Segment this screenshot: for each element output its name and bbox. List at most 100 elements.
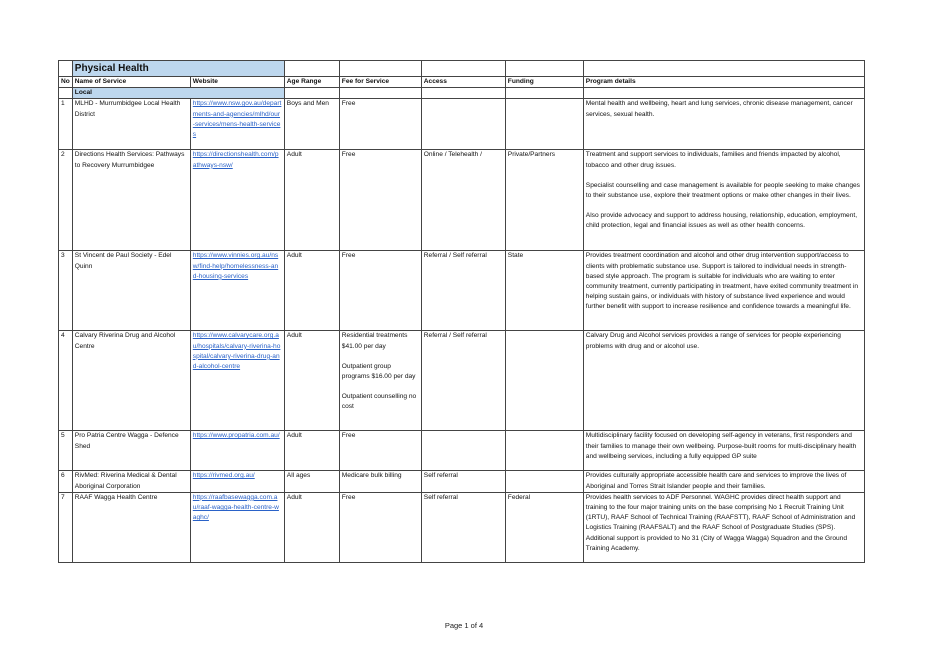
website-cell: https://www.calvarycare.org.au/hospitals…: [189, 330, 285, 432]
website-link[interactable]: https://www.nsw.gov.au/departments-and-a…: [192, 100, 282, 139]
funding-cell: Federal: [504, 491, 584, 563]
program-details: Mental health and wellbeing, heart and l…: [582, 98, 865, 151]
blank-cell: [58, 87, 73, 100]
col-header-website: Website: [189, 75, 285, 89]
col-header-fee: Fee for Service: [338, 75, 422, 89]
details-paragraph: Specialist counselling and case manageme…: [585, 181, 860, 200]
fee-line: Free: [341, 151, 356, 159]
program-details: Provides treatment coordination and alco…: [582, 250, 865, 332]
blank-cell: [283, 60, 340, 77]
blank-cell: [420, 60, 506, 77]
blank-cell: [283, 87, 340, 100]
fee-cell: Free: [338, 149, 422, 252]
age-range: All ages: [283, 470, 340, 493]
access-cell: [420, 430, 506, 472]
header-row: No Name of Service Website Age Range Fee…: [58, 75, 865, 89]
funding-cell: State: [504, 250, 584, 332]
fee-line: Free: [341, 493, 356, 501]
details-paragraph: Provides culturally appropriate accessib…: [585, 472, 847, 490]
access-cell: [420, 98, 506, 151]
access-cell: Online / Telehealth /: [420, 149, 506, 252]
details-paragraph: Calvary Drug and Alcohol services provid…: [585, 332, 841, 350]
fee-cell: Free: [338, 430, 422, 472]
row-number: 6: [58, 470, 73, 493]
details-paragraph: Mental health and wellbeing, heart and l…: [585, 100, 853, 118]
website-link[interactable]: https://raafbasewagga.com.au/raaf-wagga-…: [192, 493, 279, 522]
blank-cell: [582, 87, 865, 100]
row-number: 4: [58, 330, 73, 432]
blank-cell: [58, 60, 73, 77]
fee-cell: Free: [338, 491, 422, 563]
col-header-details: Program details: [582, 75, 865, 89]
row-number: 7: [58, 491, 73, 563]
sheet-title: Physical Health: [71, 60, 285, 77]
col-header-name: Name of Service: [71, 75, 191, 89]
age-range: Adult: [283, 149, 340, 252]
section-label: Local: [71, 87, 285, 100]
service-name: RAAF Wagga Health Centre: [71, 491, 191, 563]
age-range: Adult: [283, 491, 340, 563]
col-header-access: Access: [420, 75, 506, 89]
fee-line: Free: [341, 432, 356, 440]
website-link[interactable]: https://www.propatria.com.au/: [192, 432, 280, 440]
fee-line: Free: [341, 100, 356, 108]
website-link[interactable]: https://directionshealth.com/pathways-ns…: [192, 151, 279, 169]
fee-cell: Medicare bulk billing: [338, 470, 422, 493]
col-header-no: No: [58, 75, 73, 89]
access-cell: Referral / Self referral: [420, 330, 506, 432]
service-name: Pro Patria Centre Wagga - Defence Shed: [71, 430, 191, 472]
service-name: Calvary Riverina Drug and Alcohol Centre: [71, 330, 191, 432]
service-name: Directions Health Services: Pathways to …: [71, 149, 191, 252]
page-footer: Page 1 of 4: [444, 621, 484, 630]
col-header-age: Age Range: [283, 75, 340, 89]
website-link[interactable]: https://www.vinnies.org.au/nsw/find-help…: [192, 252, 279, 280]
service-name: MLHD - Murrumbidgee Local Health Distric…: [71, 98, 191, 151]
website-cell: https://directionshealth.com/pathways-ns…: [189, 149, 285, 252]
access-cell: Self referral: [420, 491, 506, 563]
website-cell: https://www.vinnies.org.au/nsw/find-help…: [189, 250, 285, 332]
age-range: Adult: [283, 330, 340, 432]
section-row: Local: [58, 87, 865, 100]
col-header-funding: Funding: [504, 75, 584, 89]
website-cell: https://www.nsw.gov.au/departments-and-a…: [189, 98, 285, 151]
blank-cell: [504, 60, 584, 77]
fee-line: Free: [341, 252, 356, 260]
funding-cell: Private/Partners: [504, 149, 584, 252]
blank-cell: [338, 60, 422, 77]
fee-cell: Free: [338, 98, 422, 151]
website-cell: https://raafbasewagga.com.au/raaf-wagga-…: [189, 491, 285, 563]
age-range: Boys and Men: [283, 98, 340, 151]
website-cell: https://rivmed.org.au/: [189, 470, 285, 493]
fee-line: Residential treatments $41.00 per day: [341, 332, 408, 350]
access-cell: Referral / Self referral: [420, 250, 506, 332]
age-range: Adult: [283, 250, 340, 332]
blank-cell: [504, 87, 584, 100]
website-cell: https://www.propatria.com.au/: [189, 430, 285, 472]
title-row: Physical Health: [58, 60, 865, 77]
row-number: 3: [58, 250, 73, 332]
services-table: Physical Health No Name of Service Websi…: [58, 60, 865, 563]
row-number: 5: [58, 430, 73, 472]
service-name: St Vincent de Paul Society - Edel Quinn: [71, 250, 191, 332]
fee-line: Medicare bulk billing: [341, 472, 402, 480]
details-paragraph: Multidisciplinary facility focused on de…: [585, 432, 857, 460]
spreadsheet: Physical Health No Name of Service Websi…: [58, 60, 865, 563]
funding-cell: [504, 98, 584, 151]
program-details: Calvary Drug and Alcohol services provid…: [582, 330, 865, 432]
funding-cell: [504, 470, 584, 493]
row-number: 2: [58, 149, 73, 252]
funding-cell: [504, 430, 584, 472]
details-paragraph: Provides treatment coordination and alco…: [585, 252, 859, 311]
access-cell: Self referral: [420, 470, 506, 493]
program-details: Multidisciplinary facility focused on de…: [582, 430, 865, 472]
row-number: 1: [58, 98, 73, 151]
website-link[interactable]: https://rivmed.org.au/: [192, 472, 255, 480]
fee-line: Outpatient counselling no cost: [341, 393, 417, 411]
website-link[interactable]: https://www.calvarycare.org.au/hospitals…: [192, 332, 281, 371]
